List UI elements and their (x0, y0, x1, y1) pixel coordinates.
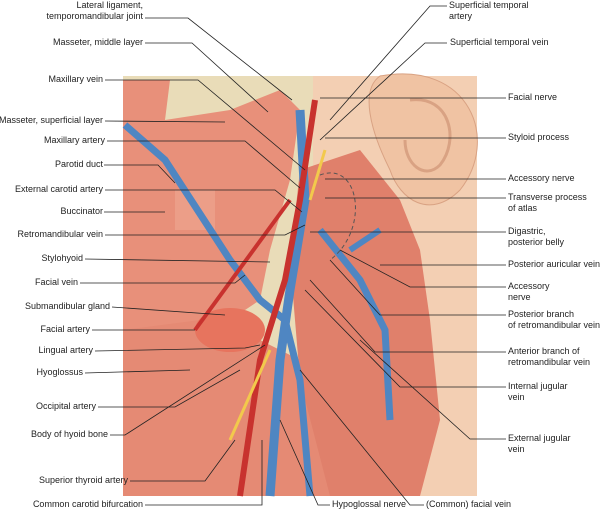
label-superficial-temporal-vein: Superficial temporal vein (450, 37, 549, 47)
label-posterior-auricular-vein: Posterior auricular vein (508, 259, 600, 269)
ear (368, 73, 478, 206)
submandibular-gland (195, 308, 265, 352)
label-stylohyoid: Stylohyoid (41, 253, 83, 263)
label-facial-nerve: Facial nerve (508, 92, 558, 102)
label-hyoglossus: Hyoglossus (36, 367, 83, 377)
label-buccinator: Buccinator (60, 206, 103, 216)
label-maxillary-artery: Maxillary artery (43, 135, 105, 145)
label-submandibular-gland: Submandibular gland (24, 301, 110, 311)
neck-muscles (123, 320, 340, 496)
label-external-carotid: External carotid artery (14, 184, 103, 194)
ear-fold (403, 98, 452, 173)
external-jugular-vein (317, 227, 394, 421)
posterior-auricular-vein (348, 227, 382, 253)
label-superior-thyroid: Superior thyroid artery (38, 475, 128, 485)
label-hypoglossal-nerve: Hypoglossal nerve (332, 499, 407, 509)
label-accessory-nerve-upper: Accessory nerve (508, 173, 575, 183)
facial-artery (193, 198, 292, 332)
label-lingual-artery: Lingual artery (38, 345, 93, 355)
facial-nerve (308, 149, 327, 201)
leader-lines (80, 5, 506, 506)
facial-vein (122, 122, 314, 497)
label-maxillary-vein: Maxillary vein (48, 74, 103, 84)
label-occipital-artery: Occipital artery (35, 401, 96, 411)
label-parotid-duct: Parotid duct (54, 159, 103, 169)
label-styloid-process: Styloid process (508, 132, 570, 142)
external-carotid-artery (237, 99, 318, 497)
label-digastric: Digastric,posterior belly (508, 226, 565, 247)
label-masseter-middle: Masseter, middle layer (52, 37, 143, 47)
parotid-outline (319, 172, 356, 261)
label-facial-vein: Facial vein (34, 277, 78, 287)
label-lateral-ligament: Lateral ligament,temporomandibular joint (46, 0, 143, 21)
label-carotid-bifurcation: Common carotid bifurcation (32, 499, 143, 509)
label-facial-artery: Facial artery (40, 324, 90, 334)
label-common-facial-vein: (Common) facial vein (426, 499, 512, 509)
label-retromandibular-vein: Retromandibular vein (17, 229, 103, 239)
label-masseter-superficial: Masseter, superficial layer (0, 115, 103, 125)
hypoglossal-nerve (228, 349, 272, 441)
label-hyoid-bone: Body of hyoid bone (30, 429, 108, 439)
